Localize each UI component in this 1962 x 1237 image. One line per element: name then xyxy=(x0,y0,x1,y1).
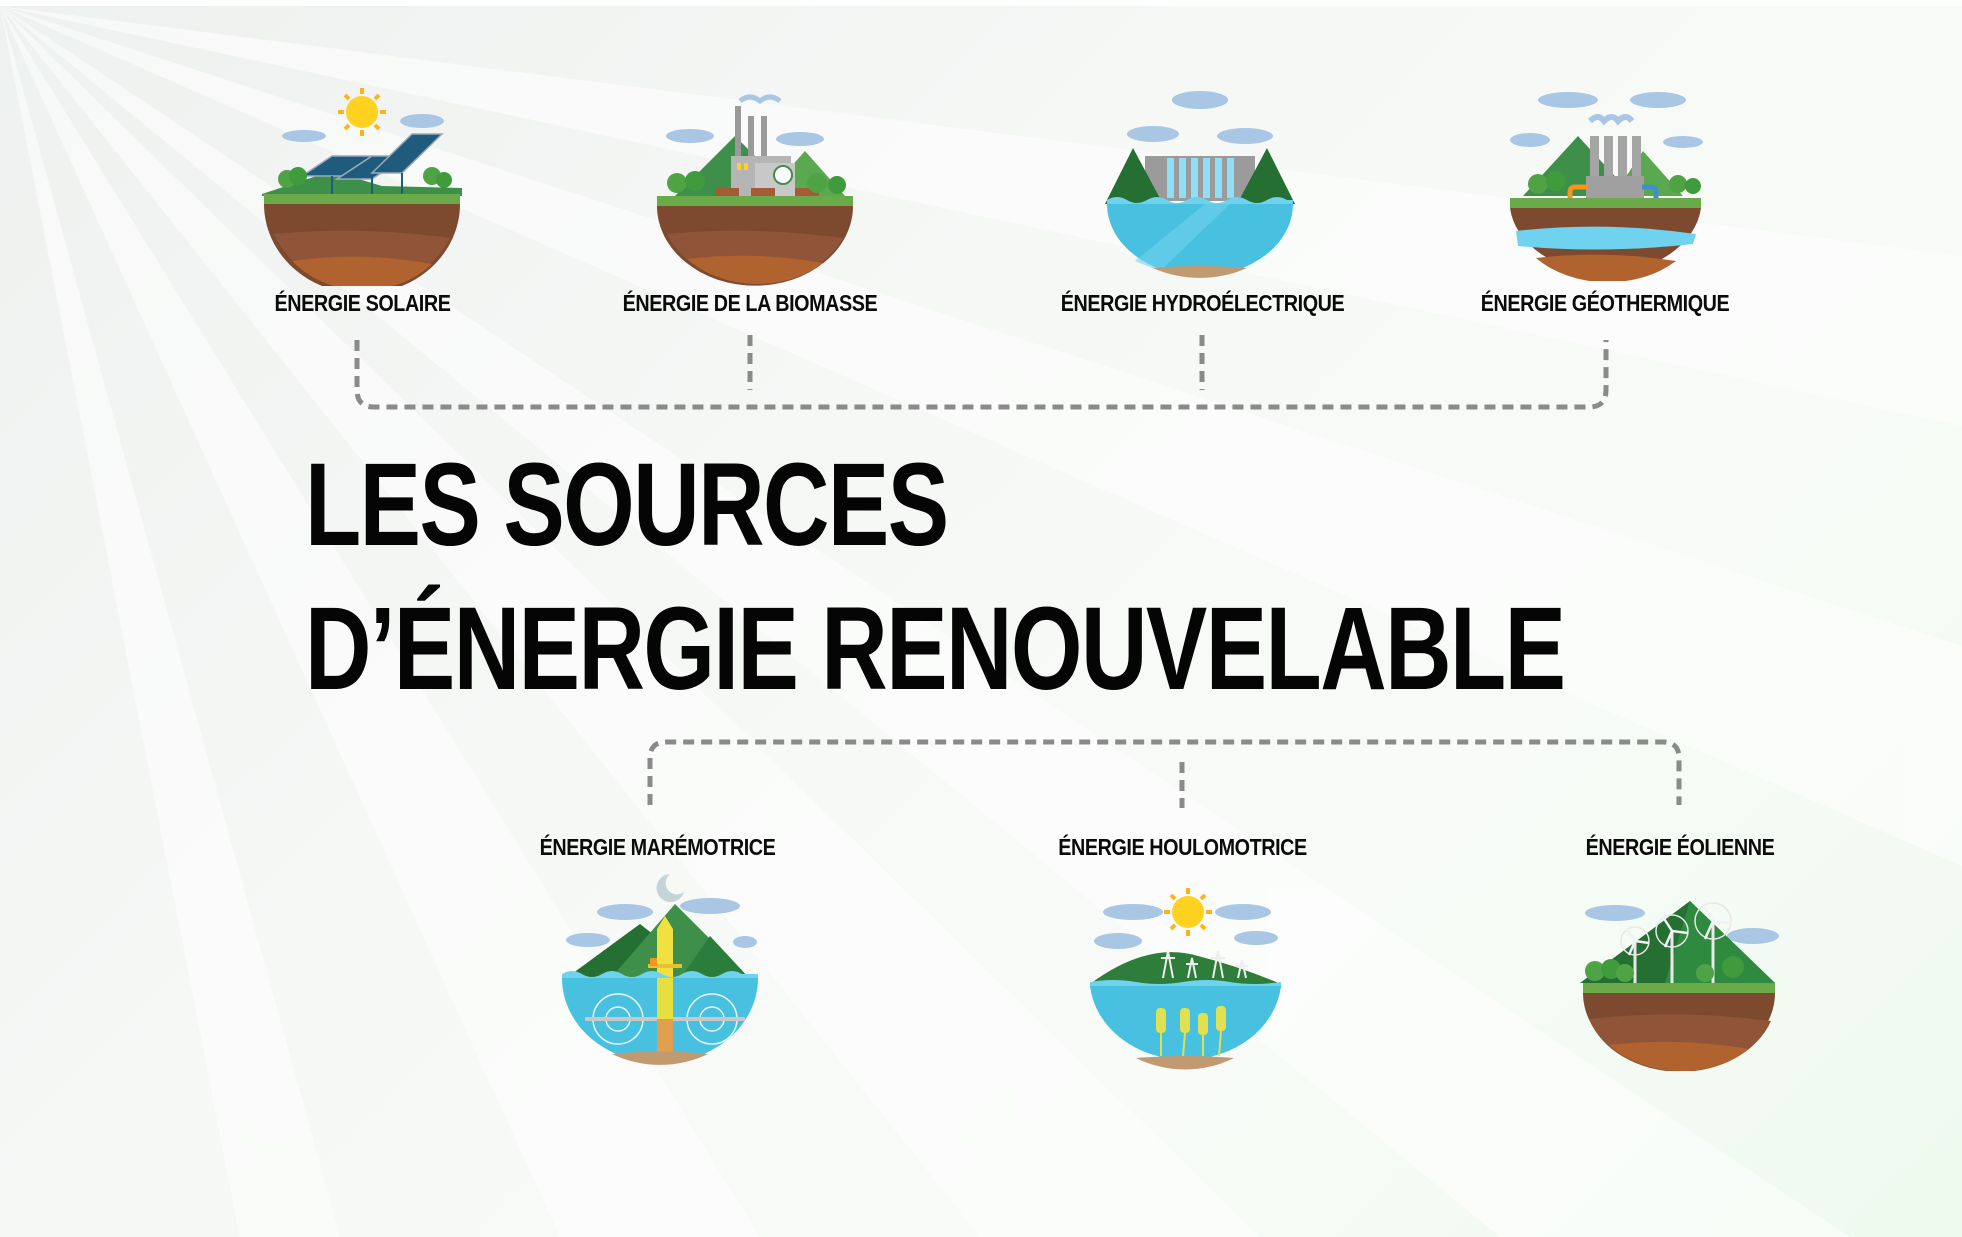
solar-panel-icon xyxy=(262,88,462,294)
geothermal-plant-icon xyxy=(1510,92,1703,283)
label-houlomotrice: ÉNERGIE HOULOMOTRICE xyxy=(1058,834,1307,860)
tidal-turbine-icon xyxy=(562,874,758,1065)
biomass-plant-icon xyxy=(657,94,853,286)
label-solaire: ÉNERGIE SOLAIRE xyxy=(274,290,451,316)
main-title-line-2: D’ÉNERGIE RENOUVELABLE xyxy=(305,583,1566,715)
wind-energy-illustration xyxy=(1575,891,1780,1076)
wave-energy-illustration xyxy=(1088,886,1283,1076)
label-eolienne: ÉNERGIE ÉOLIENNE xyxy=(1585,834,1775,860)
hydroelectric-dam-icon xyxy=(1105,91,1295,278)
background-rays xyxy=(0,6,1962,1237)
label-hydro: ÉNERGIE HYDROÉLECTRIQUE xyxy=(1060,290,1345,316)
label-maremotrice: ÉNERGIE MARÉMOTRICE xyxy=(539,834,776,860)
geothermal-energy-illustration xyxy=(1508,86,1703,286)
hydro-energy-illustration xyxy=(1105,86,1295,286)
solar-energy-illustration xyxy=(262,76,462,294)
tidal-energy-illustration xyxy=(560,874,760,1074)
wave-energy-icon xyxy=(1090,888,1281,1070)
label-geothermique: ÉNERGIE GÉOTHERMIQUE xyxy=(1480,290,1730,316)
infographic-canvas: ÉNERGIE SOLAIRE ÉNERGIE DE LA BIOMASSE xyxy=(0,6,1962,1237)
main-title-line-1: LES SOURCES xyxy=(305,439,949,571)
wind-turbine-icon xyxy=(1580,901,1779,1072)
biomass-energy-illustration xyxy=(655,91,855,291)
connector-lines xyxy=(354,335,1682,808)
label-biomasse: ÉNERGIE DE LA BIOMASSE xyxy=(622,290,878,316)
